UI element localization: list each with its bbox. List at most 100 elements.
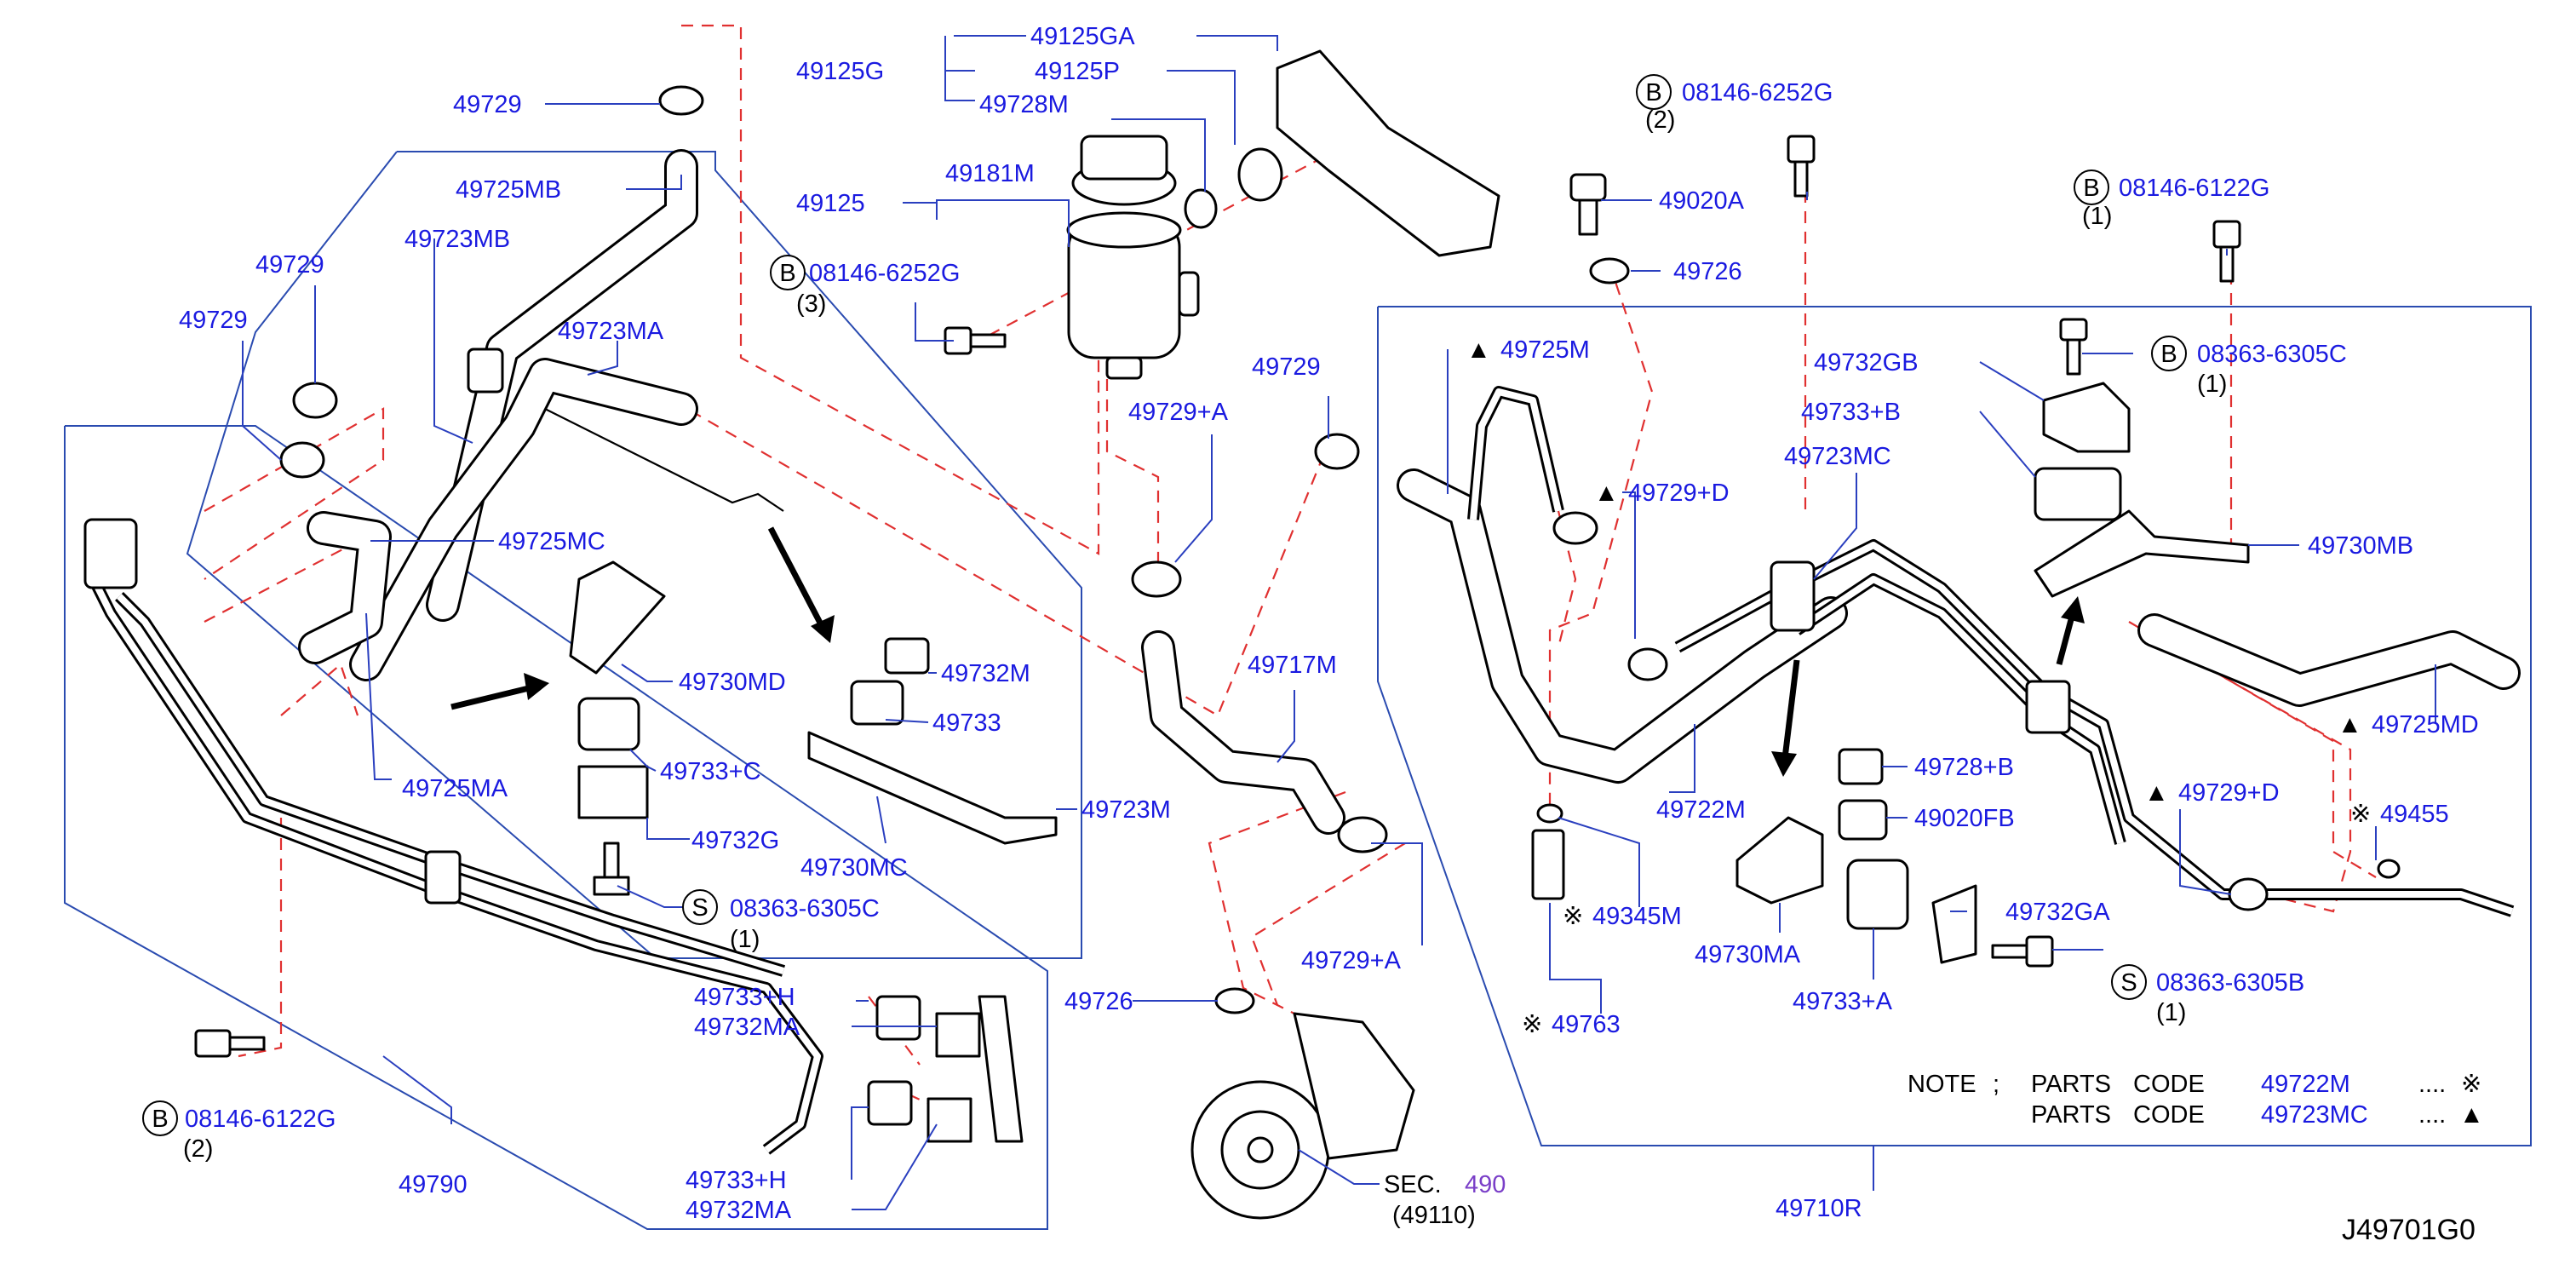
grommet-49020FB xyxy=(1838,799,1888,841)
label-49181M: 49181M xyxy=(945,160,1035,187)
label-49729A-bottom: 49729+A xyxy=(1301,947,1402,974)
label-49125GA: 49125GA xyxy=(1030,23,1135,50)
label-markers: ▲ ▲ ▲ ▲ ※ ※ ※ xyxy=(1466,336,2371,1038)
hose-49722M xyxy=(1397,468,1848,784)
label-49723MA: 49723MA xyxy=(558,318,664,345)
label-08146-6252G-left: 08146-6252G xyxy=(809,260,960,287)
clamp-49733A xyxy=(1846,859,1909,930)
clamp-49733B xyxy=(2034,467,2122,521)
label-49725MC: 49725MC xyxy=(498,528,605,555)
label-sec-number: 490 xyxy=(1465,1171,1506,1198)
hose-49725MD xyxy=(2137,613,2521,707)
reservoir-tank-49125 xyxy=(1066,211,1200,380)
label-49730MC: 49730MC xyxy=(800,854,908,882)
label-49763: 49763 xyxy=(1552,1011,1621,1038)
label-49020A: 49020A xyxy=(1659,187,1745,215)
group-outline-49710R xyxy=(1377,306,2532,1146)
label-49726-bottom: 49726 xyxy=(1064,988,1133,1015)
pipe-49723MC xyxy=(1674,539,2515,917)
label-49722M: 49722M xyxy=(1656,796,1746,824)
qty-08363-6305B: (1) xyxy=(2156,999,2186,1026)
fitting-49763 xyxy=(1531,829,1565,900)
label-08363-6305C-left: 08363-6305C xyxy=(730,895,880,922)
note-dots-b: .... xyxy=(2418,1101,2446,1129)
label-49725MA: 49725MA xyxy=(402,775,508,802)
label-49125P: 49125P xyxy=(1035,58,1120,85)
qty-08146-6252G-left: (3) xyxy=(796,290,826,318)
label-49455: 49455 xyxy=(2380,801,2449,828)
label-49733H-a: 49733+H xyxy=(694,984,795,1011)
callout-s-08363-6305B: S xyxy=(2120,969,2137,997)
bracket-49730MB xyxy=(2034,509,2250,598)
label-49729-mid: 49729 xyxy=(1252,353,1321,381)
asterisk-marker-49455: ※ xyxy=(2350,801,2371,828)
asterisk-marker-49345M: ※ xyxy=(1563,903,1583,930)
label-49726-top: 49726 xyxy=(1673,258,1742,285)
oring-49455 xyxy=(2377,859,2401,879)
label-49729D-a: 49729+D xyxy=(1628,480,1730,507)
label-49725MD: 49725MD xyxy=(2372,711,2479,738)
washer-49726-bottom xyxy=(1214,987,1255,1014)
brackets-49732MA xyxy=(927,995,1024,1143)
pipe-49725M xyxy=(1467,386,1564,520)
washer-49726-top xyxy=(1589,257,1630,284)
label-49732GB: 49732GB xyxy=(1814,349,1919,376)
label-49723M: 49723M xyxy=(1081,796,1171,824)
label-49725MB: 49725MB xyxy=(456,176,561,204)
label-49733: 49733 xyxy=(932,710,1001,737)
collar-49728B xyxy=(1838,748,1884,785)
note-parts-a: PARTS xyxy=(2031,1071,2111,1098)
label-49730MB: 49730MB xyxy=(2308,532,2413,560)
qty-08363-6305C-right: (1) xyxy=(2197,371,2227,398)
asterisk-marker-49763: ※ xyxy=(1522,1011,1542,1038)
note-symbol-b: ▲ xyxy=(2459,1101,2484,1129)
label-49733H-b: 49733+H xyxy=(686,1167,787,1194)
label-49125: 49125 xyxy=(796,190,865,217)
clamps xyxy=(279,85,2269,911)
note-code-b: CODE xyxy=(2133,1101,2205,1129)
label-49717M: 49717M xyxy=(1248,652,1337,679)
label-49733B: 49733+B xyxy=(1801,399,1901,426)
label-49728M: 49728M xyxy=(979,91,1069,118)
label-49020FB: 49020FB xyxy=(1914,805,2015,832)
group-outline-49790 xyxy=(64,425,1048,1230)
label-49733C: 49733+C xyxy=(660,758,761,785)
bracket-49732GA xyxy=(1931,884,1977,964)
reservoir-cap-49181M xyxy=(1071,135,1177,206)
bracket-49730MC xyxy=(807,731,1058,845)
callout-b-08146-6122G-right: B xyxy=(2083,175,2099,202)
oring-49345M xyxy=(1536,803,1563,824)
label-49729-top: 49729 xyxy=(453,91,522,118)
label-49732MA-a: 49732MA xyxy=(694,1014,800,1041)
bolt-08363-6305C-left xyxy=(593,842,630,896)
bracket-49732M xyxy=(884,637,930,675)
label-08363-6305B: 08363-6305B xyxy=(2156,969,2304,997)
bracket-49732GB xyxy=(2042,382,2131,453)
label-08146-6252G-right: 08146-6252G xyxy=(1682,79,1833,106)
group-outline-49723M xyxy=(186,151,1082,959)
callout-b-08146-6252G-left: B xyxy=(779,260,795,287)
clamp-49733 xyxy=(850,680,904,726)
triangle-marker-49725M: ▲ xyxy=(1466,336,1491,364)
label-49125G: 49125G xyxy=(796,58,884,85)
bracket-49730MD xyxy=(569,560,666,675)
triangle-marker-49725MD: ▲ xyxy=(2338,711,2362,738)
qty-08146-6122G-left: (2) xyxy=(183,1135,213,1163)
callout-circles: B S B B B B S xyxy=(142,74,2187,1136)
label-08363-6305C-right: 08363-6305C xyxy=(2197,341,2347,368)
clamp-49733C xyxy=(577,697,640,751)
label-49732M: 49732M xyxy=(941,660,1030,687)
label-08146-6122G-right: 08146-6122G xyxy=(2119,175,2269,202)
direction-arrows xyxy=(450,526,2085,777)
bolt-08363-6305B xyxy=(1991,935,2054,968)
label-49110: (49110) xyxy=(1392,1202,1476,1229)
triangle-marker-49729D-b: ▲ xyxy=(2144,779,2169,807)
qty-08146-6252G-right: (2) xyxy=(1645,106,1675,134)
note-number-a: 49722M xyxy=(2261,1071,2350,1098)
note-word: NOTE xyxy=(1908,1071,1976,1098)
label-49732GA: 49732GA xyxy=(2005,899,2110,926)
callout-s-08363-6305C-left: S xyxy=(691,894,708,922)
leader-lines xyxy=(242,35,2436,1210)
part-labels: 49729 49725MB 49723MB 49729 49729 49723M… xyxy=(179,23,2479,1229)
